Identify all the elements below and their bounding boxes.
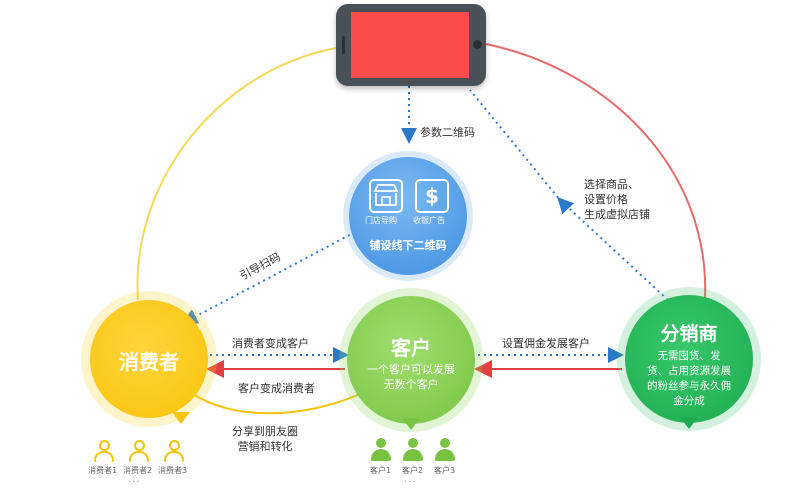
customer-person-caption: 客户1: [370, 466, 392, 475]
consumer-title: 消费者: [119, 350, 179, 374]
customer-person-caption: 客户3: [434, 466, 456, 475]
label-share: 分享到朋友圈 营销和转化: [232, 425, 298, 453]
label-set-commission: 设置佣金发展客户: [502, 337, 590, 350]
distributor-title: 分销商: [660, 323, 718, 345]
offline-qr-caption: 铺设线下二维码: [369, 239, 447, 252]
distributor-circle: 分销商 无需囤货、发 货、占用资源发展 的粉丝参与永久佣 金分成: [625, 295, 753, 423]
customer-circle: 客户 一个客户可以发展 无数个客户: [347, 296, 475, 424]
consumer-person-caption: 消费者3: [158, 466, 188, 475]
consumer-circle: 消费者: [90, 300, 208, 418]
distributor-desc: 无需囤货、发 货、占用资源发展 的粉丝参与永久佣 金分成: [647, 350, 731, 407]
customer-title: 客户: [391, 336, 431, 360]
consumer-person-icon: [163, 440, 185, 466]
phone-camera: [473, 40, 482, 49]
customer-desc: 一个客户可以发展 无数个客户: [367, 363, 455, 391]
consumer-person-caption: 消费者2: [123, 466, 153, 475]
distributor-pointer: [680, 417, 698, 429]
offline-qr-circle: $ 门店导购 收银广告 铺设线下二维码: [349, 157, 467, 275]
phone-speaker: [342, 36, 345, 54]
label-customer-to-consumer: 客户变成消费者: [238, 382, 315, 395]
yellow-share-curve: [189, 391, 361, 415]
label-consumer-to-customer: 消费者变成客户: [232, 337, 309, 350]
dotted-center-to-consumer: [181, 231, 356, 324]
consumer-more-dots: ···: [128, 477, 141, 488]
customer-person-caption: 客户2: [402, 466, 424, 475]
consumer-pointer: [172, 412, 190, 424]
dollar-icon: $: [415, 179, 449, 213]
store-guide-caption: 门店导购: [365, 216, 397, 225]
pay-ad-caption: 收银广告: [413, 216, 445, 225]
customer-more-dots: ···: [404, 477, 417, 488]
phone-screen: [351, 12, 469, 78]
label-param-qr: 参数二维码: [420, 126, 475, 139]
customer-person-icon: [402, 438, 424, 464]
red-arc-line: [485, 43, 707, 299]
yellow-arc-line: [136, 47, 337, 301]
store-icon: [369, 179, 403, 213]
customer-person-icon: [434, 438, 456, 464]
consumer-person-caption: 消费者1: [88, 466, 118, 475]
label-select-goods: 选择商品、 设置价格 生成虚拟店铺: [584, 178, 650, 221]
customer-pointer: [402, 418, 420, 430]
phone-device: [336, 4, 486, 86]
dotted-distributor-to-phone: [469, 89, 669, 301]
consumer-person-icon: [93, 440, 115, 466]
consumer-person-icon: [128, 440, 150, 466]
customer-person-icon: [370, 438, 392, 464]
